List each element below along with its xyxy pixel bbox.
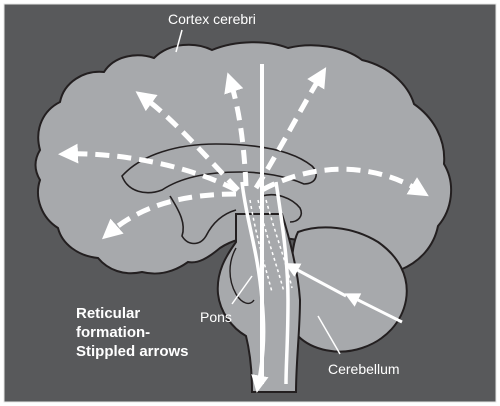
pons-leader-line [231,275,253,305]
reticular-arrows [58,67,429,240]
label-pons: Pons [200,309,232,325]
cerebellar-arrow-upper [284,263,347,298]
dashed-arrow-front-upper [135,91,240,192]
cerebellum-leader-line [317,315,341,355]
label-cortex-cerebri: Cortex cerebri [168,11,256,27]
label-reticular-line1: Reticular [76,305,140,322]
dashed-arrow-back-upper [253,67,327,190]
label-cerebellum: Cerebellum [328,361,400,377]
label-reticular-line2: formation- [76,324,150,341]
solid-tract-left [240,181,269,393]
cerebellar-arrow-lower [344,293,403,324]
corpus-callosum [121,143,317,194]
cortex-leader-line [175,29,183,53]
label-reticular-line3: Stippled arrows [76,343,189,360]
thalamus-line [261,193,303,223]
brainstem-dotted-tracts [249,199,293,293]
pons-bulge [229,247,255,305]
dashed-arrow-top [224,72,249,187]
fornix-line [169,195,237,245]
dashed-arrow-front-middle [58,143,238,193]
solid-tract-right [274,181,290,385]
dashed-arrow-front-lower [101,191,237,240]
